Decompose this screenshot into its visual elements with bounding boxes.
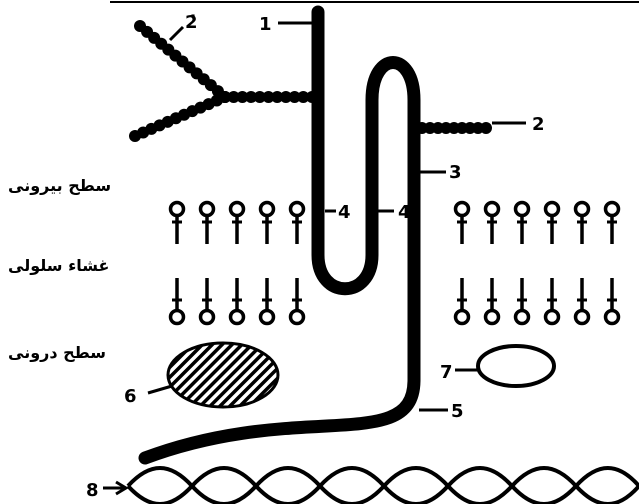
phospholipid-outer	[486, 203, 499, 245]
label-1: 1	[259, 14, 272, 35]
bead	[129, 130, 141, 142]
phospholipid-outer	[291, 203, 304, 245]
phospholipid-outer	[456, 203, 469, 245]
branched-carbohydrate-chain	[129, 20, 318, 142]
phospholipid-bilayer	[171, 203, 619, 324]
phospholipid-outer	[576, 203, 589, 245]
peripheral-protein-hatched	[168, 343, 278, 407]
bead	[480, 122, 492, 134]
label-2: 2	[532, 114, 545, 135]
peripheral-protein-open	[478, 346, 554, 386]
cytoskeleton-filament	[128, 468, 639, 504]
phospholipid-outer	[516, 203, 529, 245]
label-2-prime: 2̇	[185, 12, 198, 33]
label-4-right: 4	[398, 202, 411, 223]
label-7: 7	[440, 362, 453, 383]
phospholipid-outer	[261, 203, 274, 245]
phospholipid-inner	[291, 278, 304, 324]
phospholipid-inner	[546, 278, 559, 324]
phospholipid-inner	[516, 278, 529, 324]
phospholipid-outer	[171, 203, 184, 245]
phospholipid-inner	[231, 278, 244, 324]
phospholipid-inner	[576, 278, 589, 324]
label-5: 5	[451, 401, 464, 422]
phospholipid-outer	[606, 203, 619, 245]
phospholipid-inner	[201, 278, 214, 324]
phospholipid-outer	[201, 203, 214, 245]
label-4-left: 4	[338, 202, 351, 223]
label-6: 6	[124, 386, 137, 407]
phospholipid-inner	[261, 278, 274, 324]
phospholipid-inner	[456, 278, 469, 324]
label-3: 3	[449, 162, 462, 183]
phospholipid-outer	[546, 203, 559, 245]
short-carbohydrate-chain	[416, 122, 492, 134]
phospholipid-outer	[231, 203, 244, 245]
bead	[134, 20, 146, 32]
phospholipid-inner	[171, 278, 184, 324]
phospholipid-inner	[606, 278, 619, 324]
phospholipid-inner	[486, 278, 499, 324]
label-8: 8	[86, 480, 99, 501]
